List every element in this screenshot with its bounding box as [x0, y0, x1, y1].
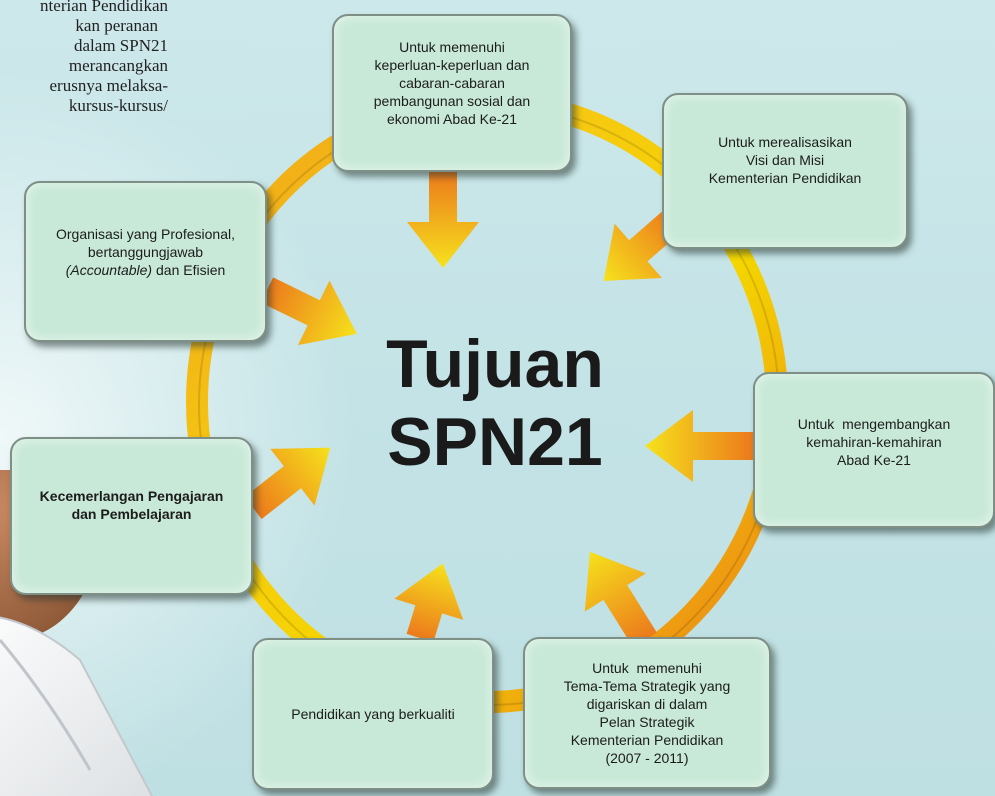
intro-line: merancangkan — [68, 56, 168, 75]
goal-text-line: Pelan Strategik — [599, 714, 695, 730]
arrow-from-box7 — [260, 277, 357, 346]
goal-box-21st-century-skills: Untuk mengembangkan kemahiran-kemahiran … — [753, 372, 995, 528]
goal-text-line: Kecemerlangan Pengajaran — [39, 488, 224, 504]
goal-text-line: Untuk memenuhi — [399, 39, 505, 55]
goal-text-line: (Accountable) — [65, 261, 153, 278]
goal-text-line: dan Efisien — [156, 261, 226, 278]
goal-text-line: digariskan di dalam — [586, 696, 708, 712]
goal-text-line: bertanggungjawab — [87, 243, 204, 260]
goal-box-teaching-excellence: Kecemerlangan Pengajaran dan Pembelajara… — [10, 437, 253, 595]
arrow-from-box1 — [407, 172, 479, 268]
goal-text-line: kemahiran-kemahiran — [806, 434, 942, 450]
goal-text-line: (2007 - 2011) — [605, 750, 689, 766]
goal-text-line: Kementerian Pendidikan — [708, 170, 862, 186]
goal-box-social-economic: Untuk memenuhi keperluan-keperluan dan c… — [332, 14, 572, 172]
goal-text-line: pembangunan sosial dan — [373, 93, 531, 109]
goal-text-line: Organisasi yang Profesional, — [56, 225, 235, 242]
goal-text-line: cabaran-cabaran — [399, 75, 505, 91]
goal-text-line: Kementerian Pendidikan — [570, 732, 724, 748]
diagram-title: Tujuan SPN21 — [360, 325, 630, 481]
intro-line: nterian Pendidikan — [40, 0, 168, 15]
arrow-from-box4 — [584, 551, 657, 648]
goal-text-line: keperluan-keperluan dan — [374, 57, 530, 73]
goal-text-line: Tema-Tema Strategik yang — [563, 678, 731, 694]
intro-paragraph: nterian Pendidikan kan peranan dalam SPN… — [0, 0, 168, 116]
goal-text-line: Pendidikan yang berkualiti — [291, 706, 455, 722]
intro-line: dalam SPN21 — [74, 36, 168, 55]
intro-line: kan peranan — [75, 16, 158, 35]
goal-text-line: ekonomi Abad Ke-21 — [387, 111, 517, 127]
goal-text-line: Abad Ke-21 — [837, 452, 911, 468]
goal-box-vision-mission: Untuk merealisasikan Visi dan Misi Kemen… — [662, 93, 908, 249]
goal-box-quality-education: Pendidikan yang berkualiti — [252, 638, 494, 790]
intro-line: kursus-kursus/ — [68, 96, 168, 115]
arrow-from-box5 — [394, 563, 464, 643]
title-line-2: SPN21 — [387, 404, 603, 480]
goal-text-line: Untuk merealisasikan — [718, 134, 852, 150]
goal-box-strategic-themes: Untuk memenuhi Tema-Tema Strategik yang … — [523, 637, 771, 789]
goal-text-line: Visi dan Misi — [745, 152, 825, 168]
goal-text-line: Untuk mengembangkan — [797, 416, 951, 432]
arrow-from-box3 — [645, 410, 753, 482]
arrow-from-box6 — [244, 447, 331, 520]
intro-line: erusnya melaksa- — [49, 76, 168, 95]
title-line-1: Tujuan — [386, 326, 604, 402]
goal-box-professional-organisation: Organisasi yang Profesional, bertanggung… — [24, 181, 267, 342]
goal-text-line: dan Pembelajaran — [71, 506, 192, 522]
goal-text-line: Untuk memenuhi — [592, 660, 702, 676]
